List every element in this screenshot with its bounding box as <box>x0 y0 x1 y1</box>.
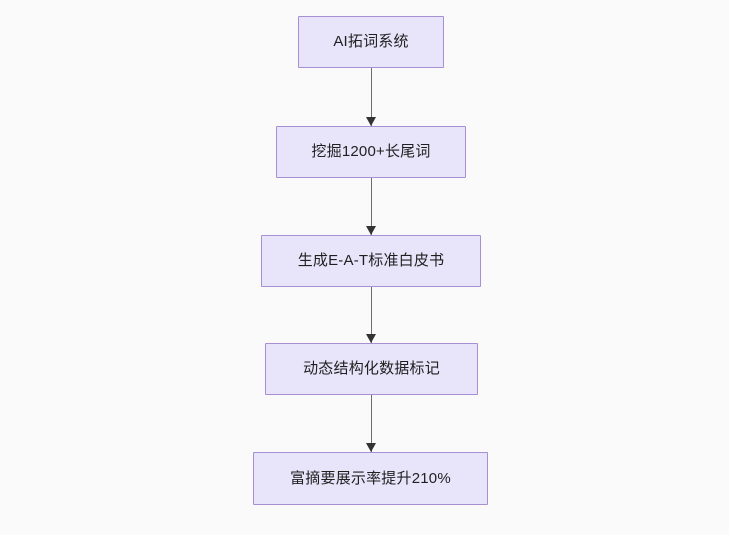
edge-line <box>370 395 373 452</box>
flow-node-generate-eat-whitepaper[interactable]: 生成E-A-T标准白皮书 <box>261 235 481 287</box>
flow-node-label: 富摘要展示率提升210% <box>290 469 451 487</box>
flow-node-label: 生成E-A-T标准白皮书 <box>297 252 445 270</box>
arrowhead-icon <box>366 226 377 235</box>
arrowhead-icon <box>366 443 377 452</box>
arrowhead-icon <box>366 334 377 343</box>
flow-node-label: 挖掘1200+长尾词 <box>311 143 431 161</box>
flow-node-ai-keyword-system[interactable]: AI拓词系统 <box>298 16 444 68</box>
flow-node-label: 动态结构化数据标记 <box>303 360 440 378</box>
flow-node-label: AI拓词系统 <box>333 33 409 51</box>
edge-line <box>370 68 373 126</box>
flow-node-rich-snippet-rate-increase[interactable]: 富摘要展示率提升210% <box>253 452 488 505</box>
flow-node-dynamic-structured-data-markup[interactable]: 动态结构化数据标记 <box>265 343 478 395</box>
arrowhead-icon <box>366 117 377 126</box>
edge-line <box>370 287 373 343</box>
flow-node-mine-longtail-keywords[interactable]: 挖掘1200+长尾词 <box>276 126 466 178</box>
edge-line <box>370 178 373 235</box>
